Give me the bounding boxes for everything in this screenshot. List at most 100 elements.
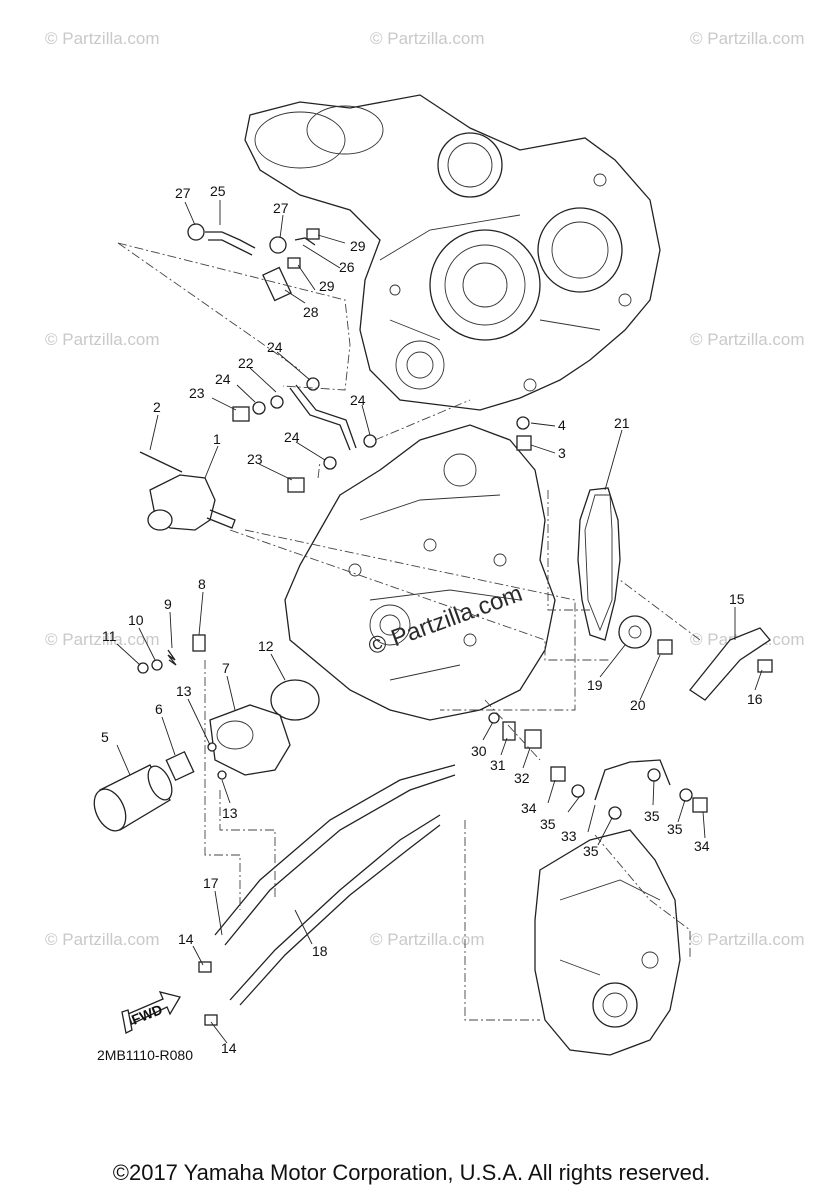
union-bolt [262, 266, 292, 302]
bolt [198, 961, 212, 973]
callout-28: 28 [303, 304, 319, 320]
callout-35: 35 [540, 816, 556, 832]
gasket [608, 806, 622, 820]
watermark: © Partzilla.com [690, 29, 805, 48]
watermark: © Partzilla.com [370, 29, 485, 48]
callout-6: 6 [155, 701, 163, 717]
oil-delivery-pipes [214, 764, 456, 1006]
guide-bolt [757, 659, 773, 673]
callout-12: 12 [258, 638, 274, 654]
washer [137, 662, 149, 674]
bolt [204, 1014, 218, 1026]
watermark-center: © Partzilla.com [365, 580, 526, 661]
watermark: © Partzilla.com [45, 930, 160, 949]
callout-29: 29 [319, 278, 335, 294]
callout-labels: 1 2 3 4 5 6 7 8 9 10 11 12 13 13 14 14 1… [101, 183, 763, 1056]
oil-pipes-upper [205, 231, 357, 451]
callout-13: 13 [222, 805, 238, 821]
lower-crankcase [284, 424, 556, 721]
watermark: © Partzilla.com [45, 630, 160, 649]
sprocket-group [618, 615, 773, 701]
spring [502, 721, 516, 741]
callout-33: 33 [561, 828, 577, 844]
chain-guide [689, 627, 771, 701]
washer [151, 659, 163, 671]
exploded-parts-diagram: © Partzilla.com © Partzilla.com © Partzi… [45, 29, 805, 1063]
hose-clamp [187, 223, 205, 241]
callout-27: 27 [273, 200, 289, 216]
ball [488, 712, 500, 724]
callout-24: 24 [350, 392, 366, 408]
watermark: © Partzilla.com [45, 29, 160, 48]
upper-crankcase [244, 94, 661, 411]
callout-4: 4 [558, 417, 566, 433]
callout-23: 23 [247, 451, 263, 467]
callout-34: 34 [694, 838, 710, 854]
sprocket [618, 615, 652, 649]
callout-14: 14 [178, 931, 194, 947]
leader-lines [116, 200, 763, 1044]
callout-13: 13 [176, 683, 192, 699]
callout-1: 1 [213, 431, 221, 447]
gasket [516, 416, 530, 430]
callout-7: 7 [222, 660, 230, 676]
watermark: © Partzilla.com [690, 330, 805, 349]
callout-19: 19 [587, 677, 603, 693]
diagram-reference: 2MB1110-R080 [97, 1047, 193, 1063]
fwd-label: FWD [129, 1001, 165, 1028]
watermark: © Partzilla.com [690, 930, 805, 949]
oil-filter [93, 764, 173, 832]
callout-17: 17 [203, 875, 219, 891]
oil-pipe [594, 759, 671, 801]
callout-23: 23 [189, 385, 205, 401]
callout-32: 32 [514, 770, 530, 786]
callout-10: 10 [128, 612, 144, 628]
callout-25: 25 [210, 183, 226, 199]
callout-21: 21 [614, 415, 630, 431]
callout-27: 27 [175, 185, 191, 201]
callout-5: 5 [101, 729, 109, 745]
callout-3: 3 [558, 445, 566, 461]
callout-29: 29 [350, 238, 366, 254]
callout-8: 8 [198, 576, 206, 592]
callout-18: 18 [312, 943, 328, 959]
callout-11: 11 [102, 628, 117, 644]
gasket [270, 395, 284, 409]
watermark: © Partzilla.com [45, 330, 160, 349]
gasket [647, 768, 661, 782]
callout-35: 35 [644, 808, 660, 824]
callout-24: 24 [215, 371, 231, 387]
o-ring [270, 679, 320, 721]
crankcase-cover [534, 829, 681, 1056]
nut [657, 639, 673, 655]
hose-clamp [269, 236, 287, 254]
gasket [363, 434, 377, 448]
union-bolt [692, 797, 708, 813]
union-bolt [287, 477, 305, 493]
gasket [306, 377, 320, 391]
collar [287, 257, 301, 269]
callout-9: 9 [164, 596, 172, 612]
callout-22: 22 [238, 355, 254, 371]
callout-16: 16 [747, 691, 763, 707]
gasket [252, 401, 266, 415]
callout-30: 30 [471, 743, 487, 759]
callout-24: 24 [284, 429, 300, 445]
filter-housing [209, 704, 291, 776]
callout-24: 24 [267, 339, 283, 355]
callout-2: 2 [153, 399, 161, 415]
plug-bolt [524, 729, 542, 749]
callout-34: 34 [521, 800, 537, 816]
plug [192, 634, 206, 652]
union-bolt [165, 750, 195, 782]
spring [167, 649, 177, 666]
fwd-arrow-icon: FWD [121, 991, 182, 1034]
callout-15: 15 [729, 591, 745, 607]
callout-20: 20 [630, 697, 646, 713]
gasket [323, 456, 337, 470]
oil-pump [139, 451, 236, 531]
gasket [571, 784, 585, 798]
copyright-footer: ©2017 Yamaha Motor Corporation, U.S.A. A… [112, 1160, 711, 1185]
collar [306, 228, 320, 240]
